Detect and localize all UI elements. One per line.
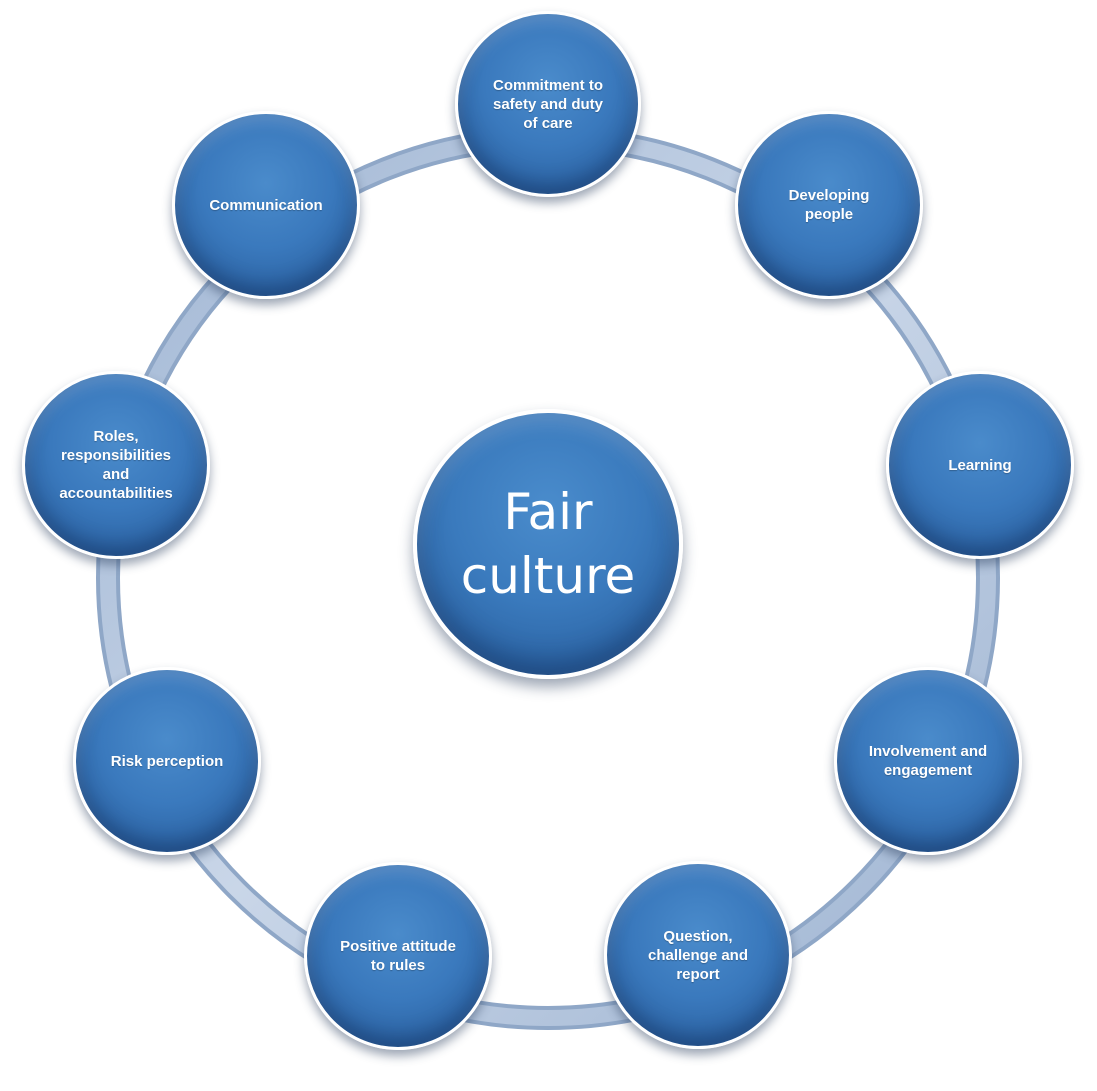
node-learning: Learning <box>886 371 1074 559</box>
node-positive-attitude: Positive attitude to rules <box>304 862 492 1050</box>
node-label: Involvement and engagement <box>868 743 988 779</box>
node-involvement: Involvement and engagement <box>834 667 1022 855</box>
node-communication: Communication <box>172 111 360 299</box>
node-label: Risk perception <box>110 752 224 770</box>
node-roles: Roles, responsibilities and accountabili… <box>22 371 210 559</box>
node-label: Communication <box>209 196 323 214</box>
node-commitment: Commitment to safety and duty of care <box>455 11 641 197</box>
node-label: Commitment to safety and duty of care <box>492 76 604 132</box>
center-fair-culture: Fair culture <box>413 409 683 679</box>
node-label: Learning <box>948 456 1012 474</box>
node-label: Developing people <box>788 187 870 223</box>
node-developing-people: Developing people <box>735 111 923 299</box>
node-label: Question, challenge and report <box>647 927 749 983</box>
center-label: Fair culture <box>460 483 636 605</box>
node-label: Roles, responsibilities and accountabili… <box>59 428 173 502</box>
node-label: Positive attitude to rules <box>340 938 456 974</box>
node-risk-perception: Risk perception <box>73 667 261 855</box>
node-question: Question, challenge and report <box>604 861 792 1049</box>
